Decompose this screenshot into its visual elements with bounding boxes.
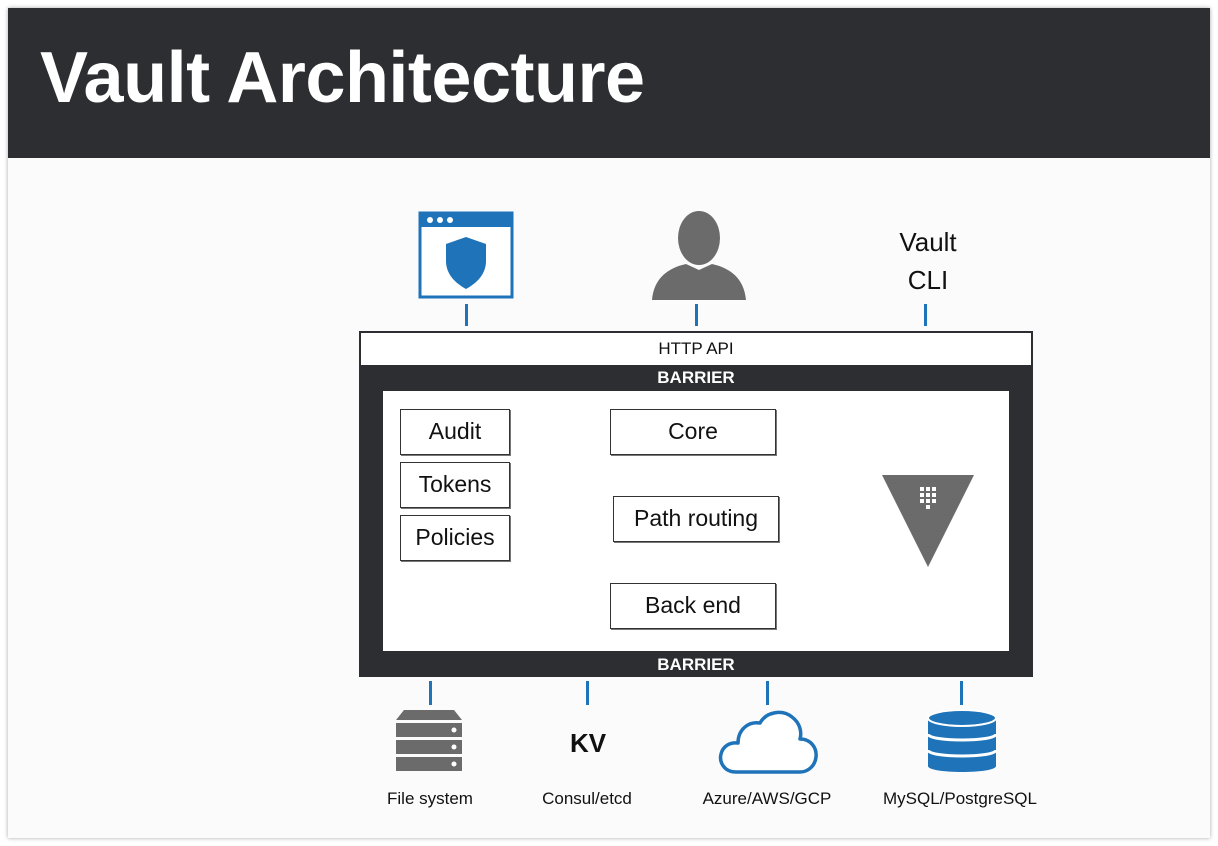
barrier-box: BARRIER Audit Tokens Policies Core Path … bbox=[359, 365, 1033, 677]
kv-mark: KV bbox=[569, 728, 607, 758]
browser-shield-icon bbox=[418, 211, 514, 299]
vault-cli-label: Vault CLI bbox=[868, 223, 988, 299]
vault-core-area: Audit Tokens Policies Core Path routing … bbox=[383, 391, 1009, 651]
consul-etcd-label: Consul/etcd bbox=[542, 789, 632, 808]
title-bar: Vault Architecture bbox=[8, 8, 1210, 158]
consul-connector bbox=[586, 681, 589, 705]
cli-label-line2: CLI bbox=[907, 265, 949, 295]
vault-triangle-logo bbox=[882, 475, 974, 567]
http-api-bar: HTTP API bbox=[359, 331, 1033, 367]
barrier-bottom-label: BARRIER bbox=[657, 655, 735, 674]
path-routing-box: Path routing bbox=[613, 496, 779, 542]
sql-connector bbox=[960, 681, 963, 705]
server-rack-icon bbox=[396, 710, 462, 771]
cloud-icon bbox=[718, 710, 818, 774]
back-end-box: Back end bbox=[610, 583, 776, 629]
slide: Vault Architecture Vault CLI HTTP API BA… bbox=[8, 8, 1210, 838]
barrier-top-label: BARRIER bbox=[657, 368, 735, 387]
policies-box: Policies bbox=[400, 515, 510, 561]
file-system-connector bbox=[429, 681, 432, 705]
cli-connector bbox=[924, 304, 927, 326]
core-box: Core bbox=[610, 409, 776, 455]
cli-label-line1: Vault bbox=[899, 227, 957, 257]
person-icon bbox=[652, 211, 746, 300]
sql-label: MySQL/PostgreSQL bbox=[882, 789, 1037, 808]
database-icon bbox=[926, 709, 998, 772]
user-connector bbox=[695, 304, 698, 326]
cloud-label: Azure/AWS/GCP bbox=[702, 789, 832, 808]
ui-connector bbox=[465, 304, 468, 326]
slide-title: Vault Architecture bbox=[40, 38, 645, 118]
audit-box: Audit bbox=[400, 409, 510, 455]
tokens-box: Tokens bbox=[400, 462, 510, 508]
file-system-label: File system bbox=[387, 789, 473, 808]
cloud-connector bbox=[766, 681, 769, 705]
